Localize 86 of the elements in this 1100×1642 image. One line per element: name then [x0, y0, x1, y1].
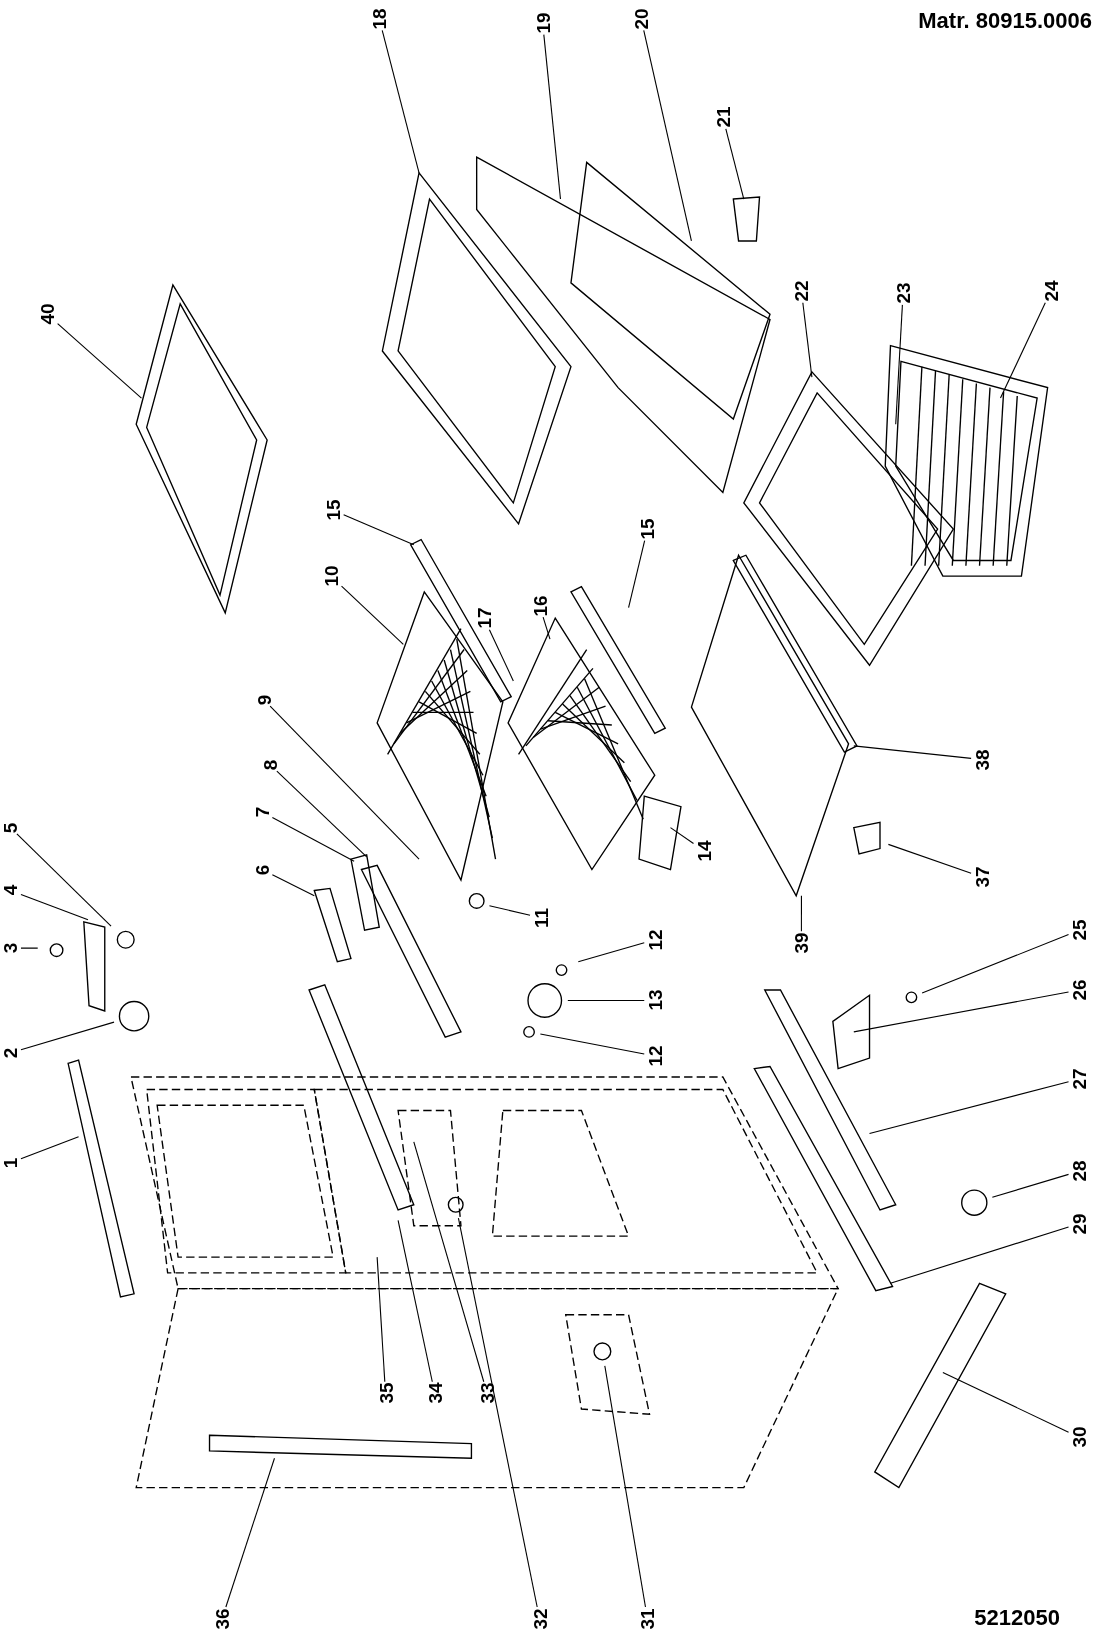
- leader-line: [991, 1173, 1070, 1198]
- callout-number: 33: [477, 1382, 497, 1404]
- leader-line: [488, 905, 531, 916]
- callout-number: 35: [376, 1382, 395, 1404]
- callout-number: 18: [369, 8, 389, 30]
- leader-line: [942, 1371, 1070, 1433]
- callout-number: 10: [321, 565, 341, 587]
- leader-line: [276, 770, 368, 858]
- material-code: Matr. 80915.0006: [918, 8, 1092, 34]
- drawing-number: 5212050: [974, 1605, 1060, 1631]
- leader-line: [57, 323, 142, 399]
- leader-line: [853, 991, 1070, 1033]
- leader-line: [800, 895, 802, 932]
- callout-number: 34: [425, 1382, 445, 1404]
- leader-line: [271, 816, 355, 862]
- leader-line: [413, 1141, 485, 1383]
- leader-line: [887, 843, 972, 874]
- callout-number: 12: [645, 929, 665, 951]
- leader-line: [376, 1256, 386, 1383]
- leader-line: [868, 1081, 1070, 1135]
- callout-number: 32: [530, 1608, 549, 1630]
- leader-line: [16, 833, 112, 927]
- leader-line: [341, 585, 404, 645]
- callout-number: 1: [0, 1157, 20, 1169]
- callout-number: 39: [791, 932, 811, 954]
- leader-line: [271, 874, 315, 897]
- leader-line: [669, 827, 695, 844]
- callout-number: 22: [791, 280, 811, 302]
- callout-number: 30: [1069, 1426, 1089, 1448]
- callout-number: 20: [631, 8, 651, 30]
- leader-line: [20, 947, 39, 949]
- leader-line: [381, 29, 420, 174]
- callout-number: 36: [212, 1608, 232, 1630]
- callout-number: 7: [252, 806, 272, 818]
- leader-line: [457, 1217, 538, 1608]
- leader-line: [539, 1033, 645, 1055]
- callout-number: 15: [637, 518, 657, 540]
- callout-number: 40: [37, 303, 57, 325]
- callout-number: 19: [533, 12, 553, 34]
- leader-line: [725, 128, 745, 200]
- callout-number: 31: [637, 1608, 657, 1630]
- leader-line: [488, 629, 514, 682]
- callout-number: 37: [972, 866, 992, 888]
- leader-line: [20, 1021, 115, 1051]
- callout-number: 8: [260, 759, 280, 771]
- leader-line: [20, 893, 89, 921]
- callout-number: 24: [1041, 280, 1061, 302]
- callout-number: 9: [254, 694, 274, 706]
- leader-line: [543, 34, 562, 200]
- callout-number: 27: [1069, 1068, 1089, 1090]
- callout-number: 15: [323, 499, 343, 521]
- leader-line: [269, 705, 420, 860]
- callout-number: 38: [972, 748, 992, 771]
- callout-number: 14: [694, 840, 714, 862]
- callout-number: 17: [474, 607, 494, 629]
- callout-number: 11: [531, 907, 551, 928]
- callout-number: 26: [1069, 979, 1089, 1001]
- leader-line: [604, 1365, 646, 1608]
- leader-line: [999, 302, 1046, 399]
- callout-number: 23: [893, 282, 913, 304]
- callout-number: 29: [1069, 1213, 1089, 1235]
- callout-number: 2: [0, 1047, 20, 1059]
- leader-line: [853, 745, 972, 759]
- leader-line: [397, 1219, 433, 1383]
- leader-line: [643, 29, 692, 242]
- leader-line: [895, 304, 903, 425]
- callout-number: 21: [713, 106, 733, 128]
- leader-line: [921, 933, 1070, 994]
- leader-line: [628, 540, 646, 609]
- leader-line: [225, 1457, 276, 1608]
- leader-line: [577, 942, 645, 963]
- leader-line: [567, 999, 645, 1002]
- leader-line: [542, 616, 551, 640]
- callout-number: 4: [0, 885, 20, 896]
- callout-number: 16: [530, 594, 549, 617]
- callout-number: 5: [0, 822, 20, 833]
- callout-number: 12: [645, 1045, 665, 1067]
- leader-line: [20, 1136, 80, 1160]
- leader-line: [802, 302, 813, 378]
- callout-number: 25: [1069, 919, 1089, 941]
- leader-line: [889, 1226, 1070, 1284]
- callout-number: 28: [1069, 1160, 1089, 1182]
- callout-number: 13: [645, 989, 665, 1012]
- callout-number: 6: [252, 864, 272, 875]
- leader-line: [343, 514, 415, 546]
- callout-number: 3: [0, 942, 20, 954]
